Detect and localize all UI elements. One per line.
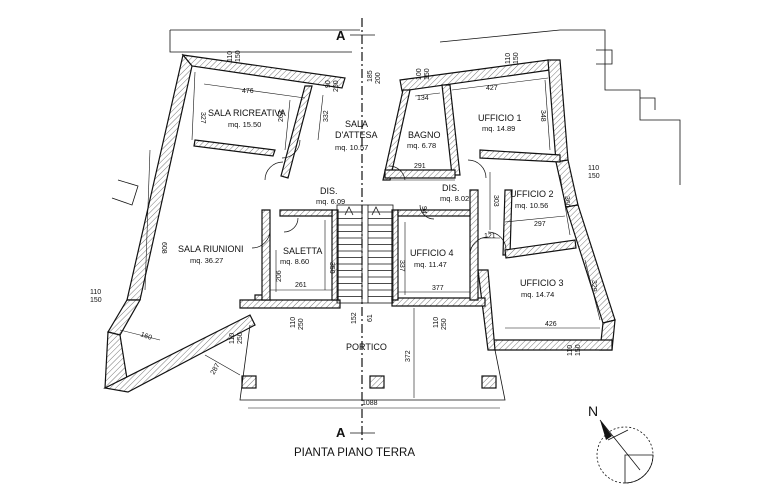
wall-110-top-left: 110 bbox=[227, 51, 234, 62]
section-axis: A A bbox=[336, 18, 375, 440]
staircase bbox=[336, 204, 394, 304]
room-saletta-area: mq. 8.60 bbox=[280, 257, 309, 266]
dim-426: 426 bbox=[545, 321, 557, 328]
room-sala-attesa-area: mq. 10.57 bbox=[335, 143, 368, 152]
dim-337: 337 bbox=[398, 260, 405, 272]
room-ufficio3-name: UFFICIO 3 bbox=[520, 278, 564, 288]
room-ufficio4-name: UFFICIO 4 bbox=[410, 248, 454, 258]
dim-332: 332 bbox=[323, 110, 330, 122]
wall-250-mid-left: 250 bbox=[237, 332, 244, 344]
section-mark-bottom: A bbox=[336, 425, 346, 440]
dim-1088: 1088 bbox=[362, 400, 378, 407]
wall-250-portico-left: 250 bbox=[298, 318, 305, 330]
portico-columns bbox=[239, 324, 506, 401]
room-ufficio1-area: mq. 14.89 bbox=[482, 124, 515, 133]
dim-134: 134 bbox=[417, 95, 429, 102]
room-bagno-area: mq. 6.78 bbox=[407, 141, 436, 150]
wall-90: 90 bbox=[325, 80, 332, 88]
wall-150-right: 150 bbox=[588, 173, 600, 180]
wall-110-portico-left: 110 bbox=[290, 317, 297, 328]
room-sala-attesa-name2: D'ATTESA bbox=[335, 130, 378, 140]
room-saletta-name: SALETTA bbox=[283, 246, 322, 256]
dim-348: 348 bbox=[539, 110, 546, 122]
dim-427: 427 bbox=[486, 85, 498, 92]
room-sala-ricreativa-area: mq. 15.50 bbox=[228, 120, 261, 129]
wall-100: 100 bbox=[416, 68, 423, 80]
wall-110-portico-right: 110 bbox=[433, 317, 440, 328]
wall-150-top-right: 150 bbox=[513, 52, 520, 64]
section-mark-top: A bbox=[336, 28, 346, 43]
room-portico-name: PORTICO bbox=[346, 342, 387, 352]
room-sala-riunioni-area: mq. 36.27 bbox=[190, 256, 223, 265]
room-sala-ricreativa-name: SALA RICREATIVA bbox=[208, 108, 286, 118]
dim-121: 121 bbox=[484, 233, 496, 240]
dim-94: 94 bbox=[420, 206, 427, 214]
north-arrow-head-icon bbox=[600, 420, 612, 440]
dim-350: 350 bbox=[328, 262, 335, 274]
dim-263: 263 bbox=[278, 110, 285, 122]
wall-61: 61 bbox=[367, 314, 374, 322]
room-ufficio4-area: mq. 11.47 bbox=[414, 260, 447, 269]
exterior-walls bbox=[103, 53, 616, 393]
dim-372: 372 bbox=[405, 350, 412, 362]
room-sala-riunioni-name: SALA RIUNIONI bbox=[178, 244, 244, 254]
room-labels: SALA RICREATIVA mq. 15.50 SALA D'ATTESA … bbox=[178, 108, 564, 352]
wall-110-left: 110 bbox=[90, 289, 101, 296]
plan-title: PIANTA PIANO TERRA bbox=[294, 447, 415, 459]
wall-200: 200 bbox=[375, 72, 382, 84]
room-ufficio2-name: UFFICIO 2 bbox=[510, 189, 554, 199]
room-ufficio3-area: mq. 14.74 bbox=[521, 290, 554, 299]
room-dis-right-area: mq. 8.02 bbox=[440, 194, 469, 203]
wall-110-mid-left: 110 bbox=[229, 333, 236, 344]
wall-150-left: 150 bbox=[90, 297, 102, 304]
dim-476: 476 bbox=[242, 88, 254, 95]
dimension-lines bbox=[119, 71, 601, 409]
wall-185: 185 bbox=[367, 70, 374, 82]
room-dis-left-area: mq. 6.09 bbox=[316, 197, 345, 206]
north-arrow: N bbox=[588, 403, 654, 484]
dim-360: 360 bbox=[563, 196, 570, 208]
wall-110-right-bottom: 110 bbox=[567, 345, 574, 356]
room-dis-right-name: DIS. bbox=[442, 183, 460, 193]
dim-303: 303 bbox=[492, 195, 499, 207]
dim-329: 329 bbox=[590, 280, 597, 292]
dim-206: 206 bbox=[276, 270, 283, 282]
dim-327: 327 bbox=[199, 112, 206, 124]
dim-608: 608 bbox=[160, 242, 167, 254]
room-ufficio1-name: UFFICIO 1 bbox=[478, 113, 522, 123]
wall-150-right-bottom: 150 bbox=[575, 344, 582, 356]
dim-291: 291 bbox=[414, 163, 426, 170]
door-swings bbox=[251, 139, 507, 256]
neighbour-outlines bbox=[111, 29, 681, 206]
wall-110-right: 110 bbox=[588, 165, 599, 172]
wall-250-top: 250 bbox=[333, 80, 340, 92]
room-ufficio2-area: mq. 10.56 bbox=[515, 201, 548, 210]
wall-150-top-left: 150 bbox=[235, 50, 242, 62]
north-label: N bbox=[588, 403, 598, 419]
interior-walls bbox=[193, 84, 577, 301]
room-bagno-name: BAGNO bbox=[408, 130, 441, 140]
wall-150-top: 150 bbox=[424, 68, 431, 80]
wall-110-top-right: 110 bbox=[505, 53, 512, 64]
room-dis-left-name: DIS. bbox=[320, 186, 338, 196]
room-sala-attesa-name1: SALA bbox=[345, 119, 368, 129]
dim-160: 160 bbox=[139, 331, 152, 342]
wall-152: 152 bbox=[351, 312, 358, 324]
dim-261: 261 bbox=[295, 282, 307, 289]
dimension-labels: 476 327 263 332 134 427 348 291 94 303 3… bbox=[90, 50, 600, 407]
dim-377: 377 bbox=[432, 285, 444, 292]
wall-250-portico-right: 250 bbox=[441, 318, 448, 330]
dim-297: 297 bbox=[534, 221, 546, 228]
dim-287: 287 bbox=[210, 362, 222, 376]
